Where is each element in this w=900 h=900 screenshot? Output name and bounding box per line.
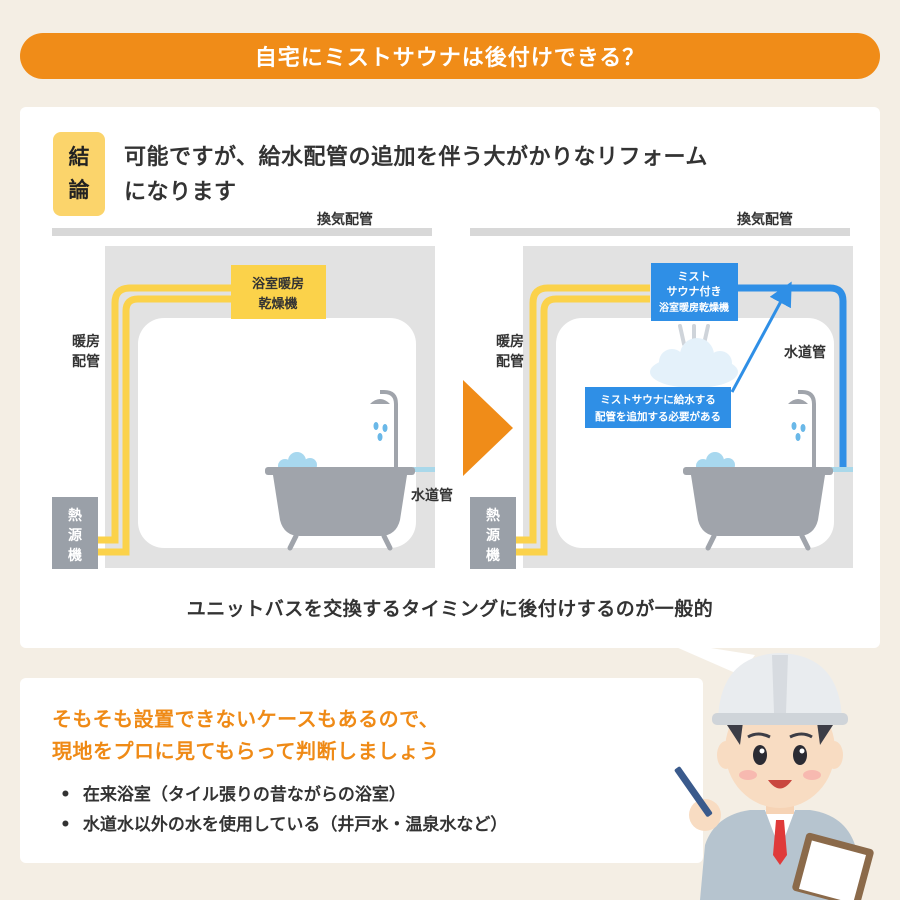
heat-source-unit [52, 497, 98, 569]
callout-text: 配管を追加する必要がある [595, 410, 721, 423]
heat-source-label: 機 [486, 547, 500, 564]
badge-char: 結 [68, 145, 90, 169]
heater-label: 浴室暖房 [252, 276, 304, 292]
heat-source-label: 源 [68, 527, 82, 544]
conclusion-text: 可能ですが、給水配管の追加を伴う大がかりなリフォーム になります [124, 140, 708, 210]
heating-pipe [98, 295, 232, 556]
pen-icon [674, 766, 713, 817]
callout-text: ミストサウナに給水する [600, 393, 716, 406]
heater-label: ミスト [678, 270, 711, 283]
water-supply-pipe [730, 284, 847, 470]
summary-text: ユニットバスを交換するタイミングに後付けするのが一般的 [186, 598, 714, 620]
heating-pipe [98, 284, 232, 544]
water-pipe [413, 467, 435, 472]
speech-pointer [660, 640, 755, 675]
list-item: 水道水以外の水を使用している（井戸水・温泉水など） [60, 810, 508, 840]
heat-source-label: 熱 [68, 507, 82, 524]
transition-arrow-icon [463, 380, 513, 476]
heater-label: 乾燥機 [258, 296, 297, 312]
mist-icon [650, 324, 738, 388]
diagram-after: ミスト サウナ付き 浴室暖房乾燥機 ミストサウナに給水する 配管を追加する必要が… [470, 211, 853, 569]
bathtub-icon [683, 452, 833, 551]
bullet-list: 在来浴室（タイル張りの昔ながらの浴室） 水道水以外の水を使用している（井戸水・温… [60, 780, 508, 840]
heat-source-label: 機 [68, 547, 82, 564]
shower-icon [370, 390, 398, 468]
water-pipe-label: 水道管 [784, 344, 826, 361]
vent-pipe-label: 換気配管 [737, 211, 793, 228]
heat-source-label: 熱 [486, 507, 500, 524]
advice-line: そもそも設置できないケースもあるので、 [52, 707, 440, 731]
hand [689, 799, 721, 831]
heating-pipe-label: 暖房 [496, 333, 524, 350]
heater-unit [231, 265, 326, 319]
shower-icon [788, 390, 816, 468]
heating-pipe [516, 295, 650, 556]
heater-label: サウナ付き [667, 284, 722, 298]
heating-pipe-label: 配管 [72, 353, 100, 370]
diagram-before: 浴室暖房 乾燥機 換気配管 暖房 配管 熱 源 機 水道管 [52, 211, 453, 569]
badge-char: 論 [68, 178, 90, 202]
worker-character-illustration [660, 640, 874, 900]
mouth [768, 780, 792, 789]
title-bar: 自宅にミストサウナは後付けできる？ [20, 33, 880, 79]
vent-pipe [470, 228, 850, 236]
heat-source-unit [470, 497, 516, 569]
callout-box [585, 387, 731, 428]
water-pipe [831, 467, 853, 472]
bathtub-icon [265, 452, 415, 551]
necktie [773, 820, 787, 865]
conclusion-line: 可能ですが、給水配管の追加を伴う大がかりなリフォーム [124, 145, 708, 170]
conclusion-line: になります [124, 180, 237, 205]
mist-sauna-unit [651, 263, 738, 321]
heating-pipe [516, 284, 650, 544]
heater-label: 浴室暖房乾燥機 [659, 301, 729, 314]
conclusion-badge: 結 論 [53, 132, 105, 216]
water-pipe-label: 水道管 [411, 487, 453, 504]
heating-pipe-label: 暖房 [72, 333, 100, 350]
vent-pipe-label: 換気配管 [317, 211, 373, 228]
vent-pipe [52, 228, 432, 236]
advice-line: 現地をプロに見てもらって判断しましょう [52, 739, 440, 763]
list-item: 在来浴室（タイル張りの昔ながらの浴室） [60, 780, 507, 810]
heating-pipe-label: 配管 [496, 353, 524, 370]
eye [753, 745, 767, 765]
heat-source-label: 源 [486, 527, 500, 544]
page-title: 自宅にミストサウナは後付けできる？ [254, 46, 646, 71]
advice-heading: そもそも設置できないケースもあるので、 現地をプロに見てもらって判断しましょう [52, 703, 440, 767]
arrow-icon [730, 281, 792, 393]
eye [793, 745, 807, 765]
